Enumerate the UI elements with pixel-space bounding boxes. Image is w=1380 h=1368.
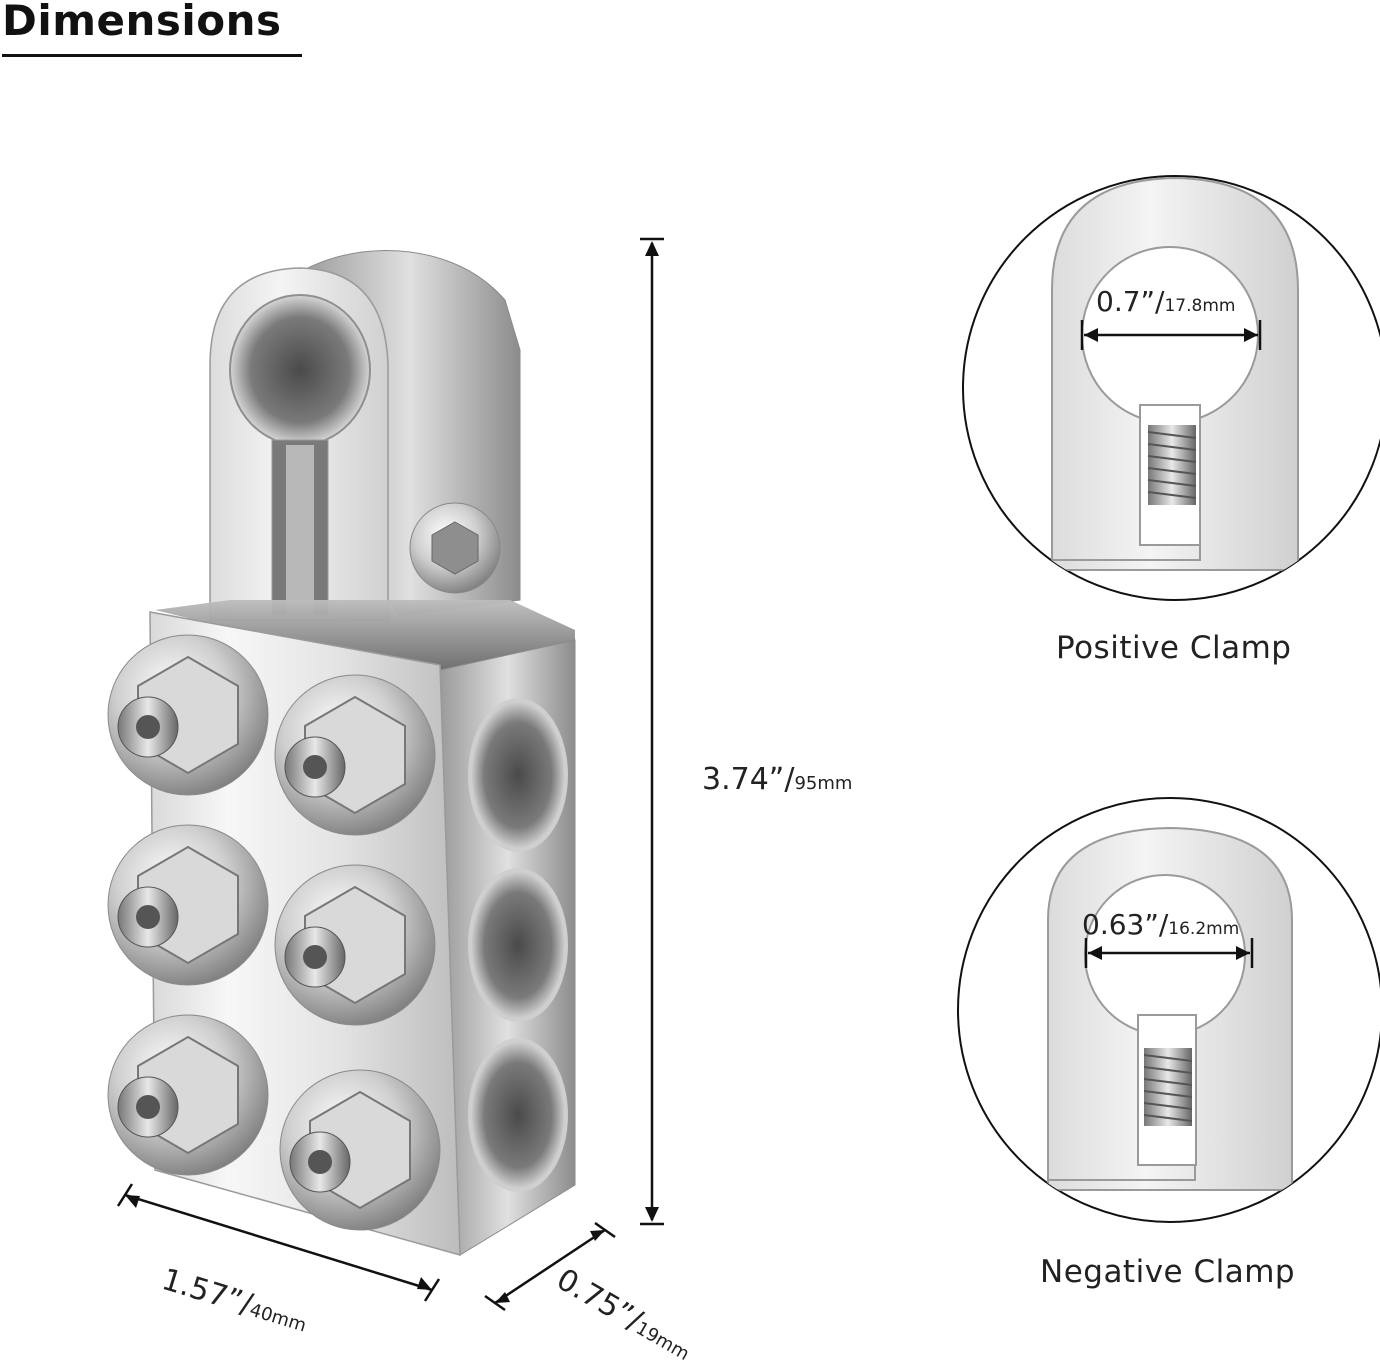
hex-nuts xyxy=(107,634,441,1231)
negative-clamp-detail xyxy=(957,797,1380,1223)
side-bores xyxy=(468,698,568,1192)
positive-bore-mm: 17.8mm xyxy=(1164,296,1236,316)
positive-bore-inch: 0.7”/ xyxy=(1096,285,1165,318)
height-inch: 3.74”/ xyxy=(702,762,795,797)
page-title: Dimensions xyxy=(2,0,282,45)
positive-clamp-caption: Positive Clamp xyxy=(1056,630,1292,666)
positive-clamp-detail xyxy=(962,175,1380,601)
height-dimension-line xyxy=(640,237,664,1226)
width-dimension-line xyxy=(116,1183,441,1302)
negative-bore-inch: 0.63”/ xyxy=(1082,908,1169,941)
negative-bore-label: 0.63”/16.2mm xyxy=(1082,908,1239,941)
height-label: 3.74”/95mm xyxy=(702,762,852,797)
title-underline xyxy=(2,54,302,57)
negative-bore-mm: 16.2mm xyxy=(1168,919,1240,939)
battery-terminal-illustration xyxy=(107,250,576,1256)
positive-bore-label: 0.7”/17.8mm xyxy=(1096,285,1235,318)
height-mm: 95mm xyxy=(794,773,853,794)
depth-dimension-line xyxy=(484,1221,616,1312)
negative-clamp-caption: Negative Clamp xyxy=(1040,1254,1296,1290)
